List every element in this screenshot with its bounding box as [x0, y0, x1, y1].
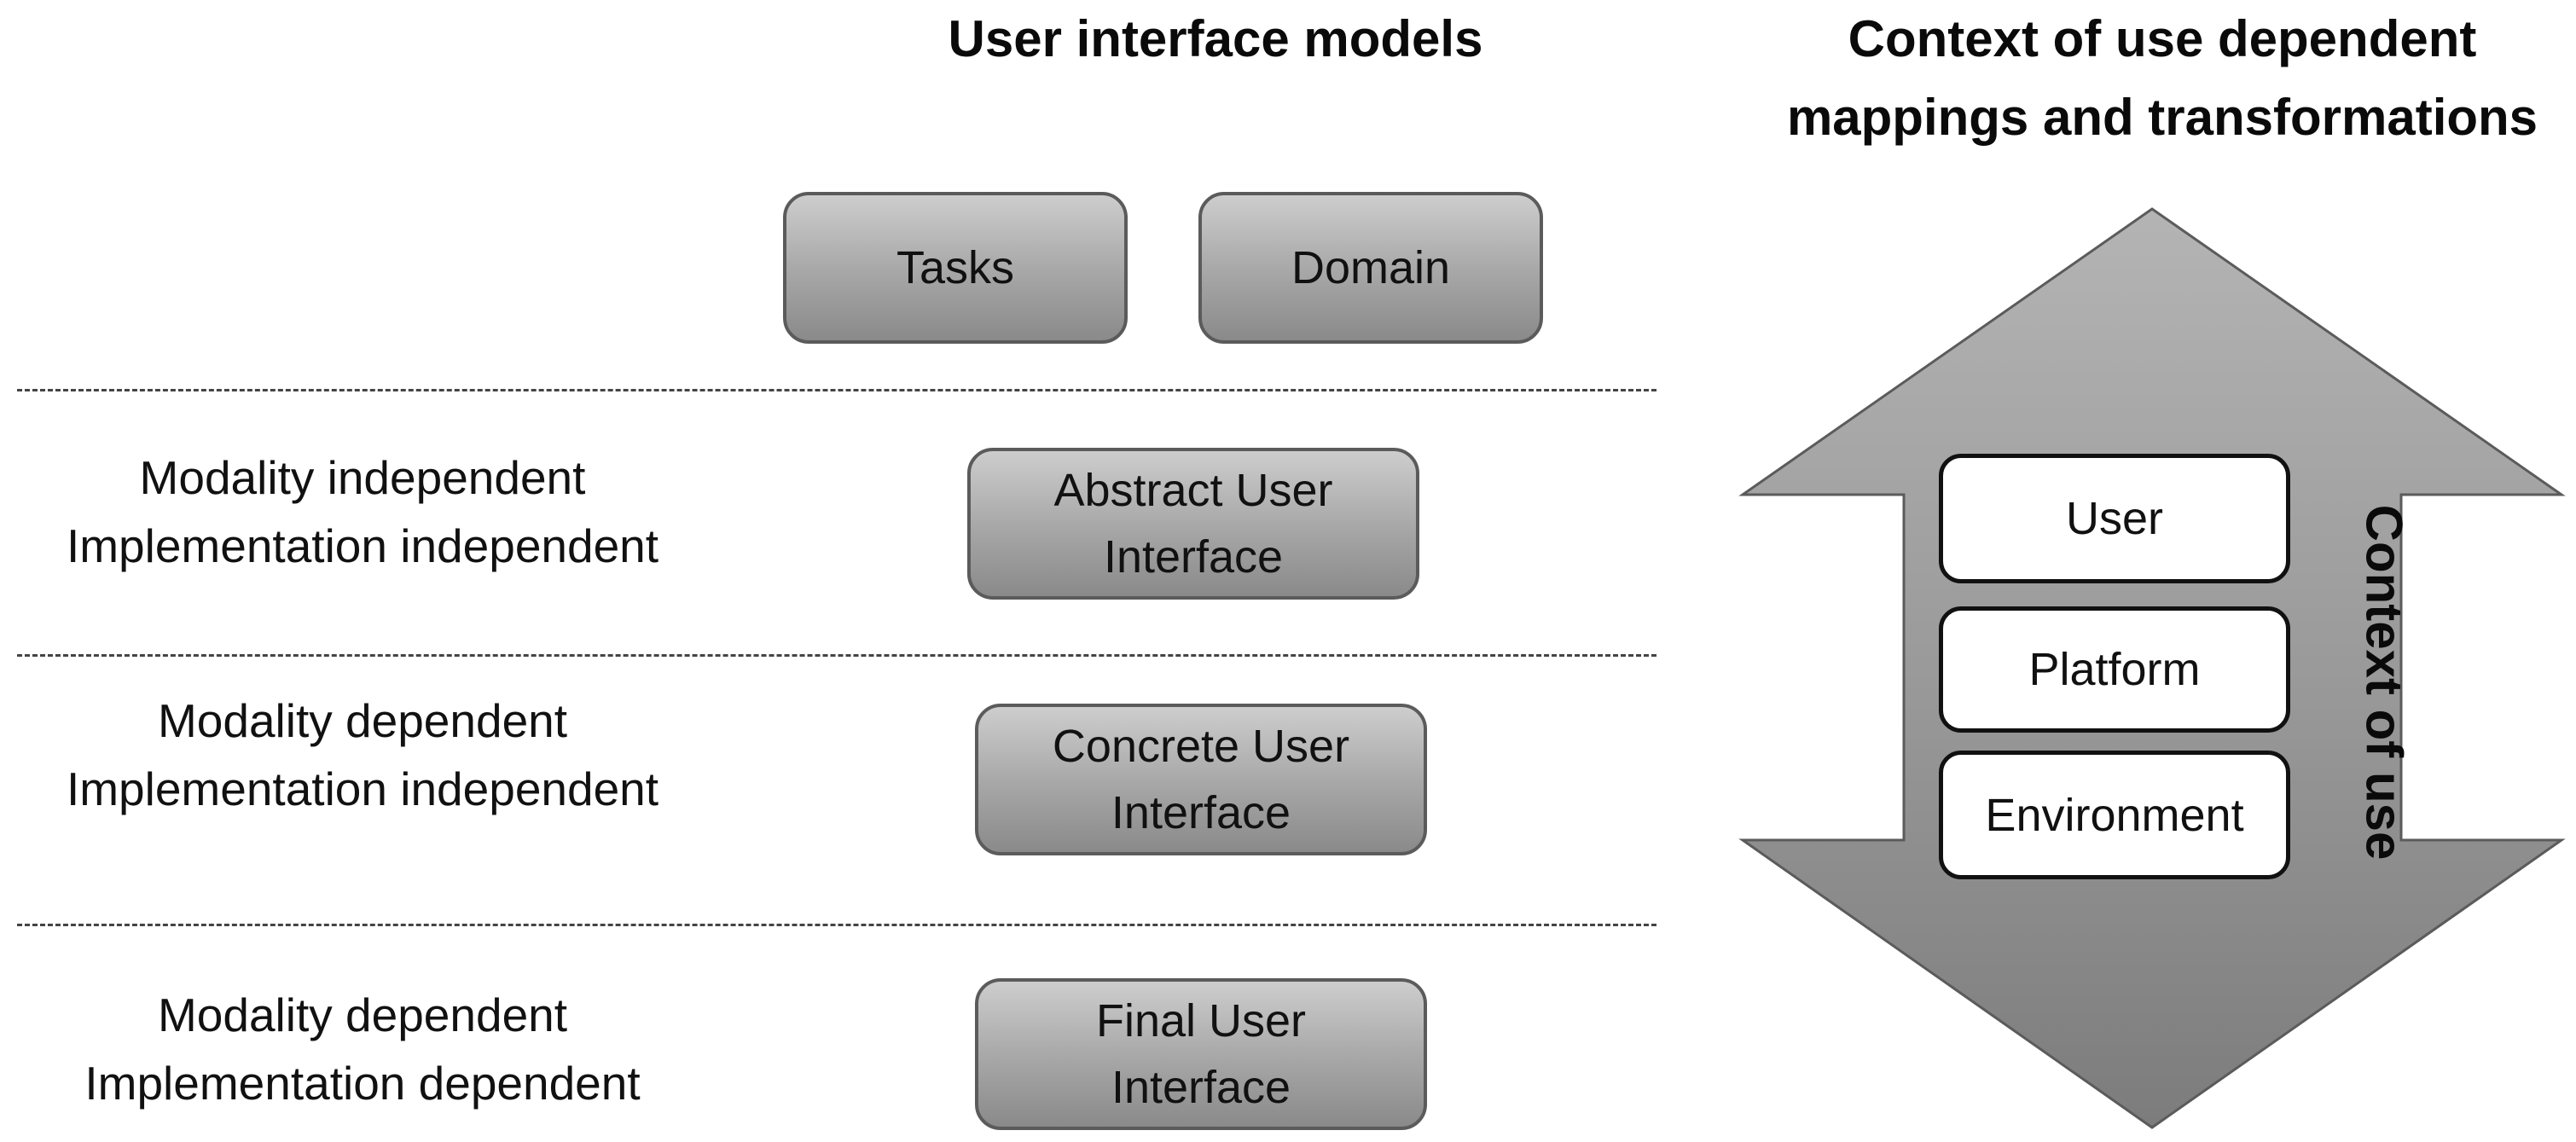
final-user-interface-box: Final User Interface [975, 978, 1427, 1130]
concrete-user-interface-box: Concrete User Interface [975, 704, 1427, 855]
divider-line-2 [17, 654, 1656, 657]
tasks-box: Tasks [783, 192, 1128, 344]
domain-box: Domain [1198, 192, 1543, 344]
context-user-box: User [1939, 454, 2290, 583]
abstract-level-label: Modality independent Implementation inde… [66, 451, 659, 572]
abstract-user-interface-box: Abstract User Interface [967, 448, 1419, 600]
context-platform-box: Platform [1939, 606, 2290, 733]
divider-line-1 [17, 389, 1656, 391]
context-of-use-heading: Context of use dependent mappings and tr… [1786, 10, 2538, 146]
context-of-use-label: Context of use [2355, 504, 2413, 861]
user-interface-models-heading: User interface models [948, 10, 1483, 67]
final-level-label: Modality dependent Implementation depend… [84, 988, 641, 1110]
concrete-level-label: Modality dependent Implementation indepe… [66, 694, 659, 815]
context-environment-box: Environment [1939, 751, 2290, 879]
divider-line-3 [17, 924, 1656, 926]
